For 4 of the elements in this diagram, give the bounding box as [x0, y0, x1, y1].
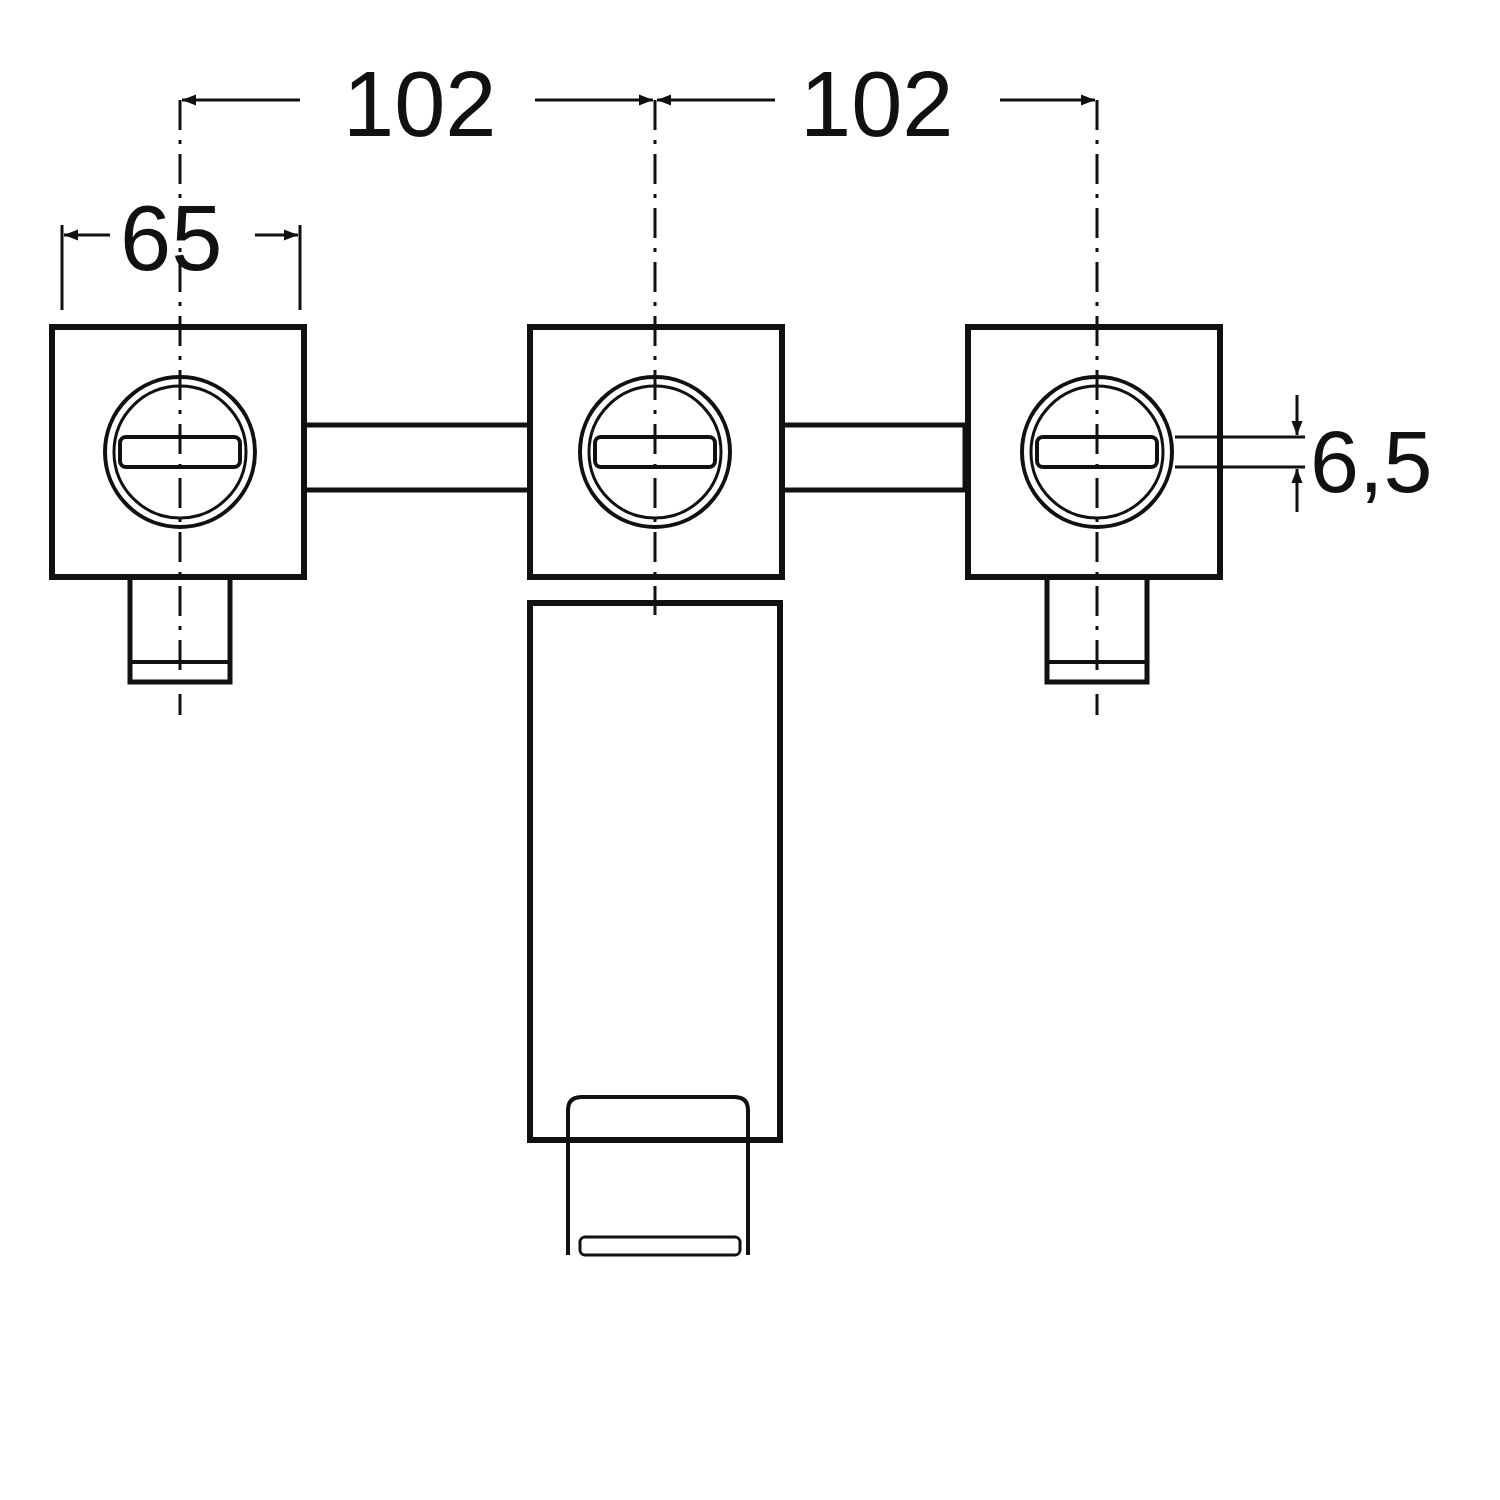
dimension-value: 102 — [800, 58, 954, 150]
dimension-value: 65 — [120, 192, 223, 284]
dimension-value: 6,5 — [1310, 418, 1433, 506]
dimension-value: 102 — [343, 58, 497, 150]
